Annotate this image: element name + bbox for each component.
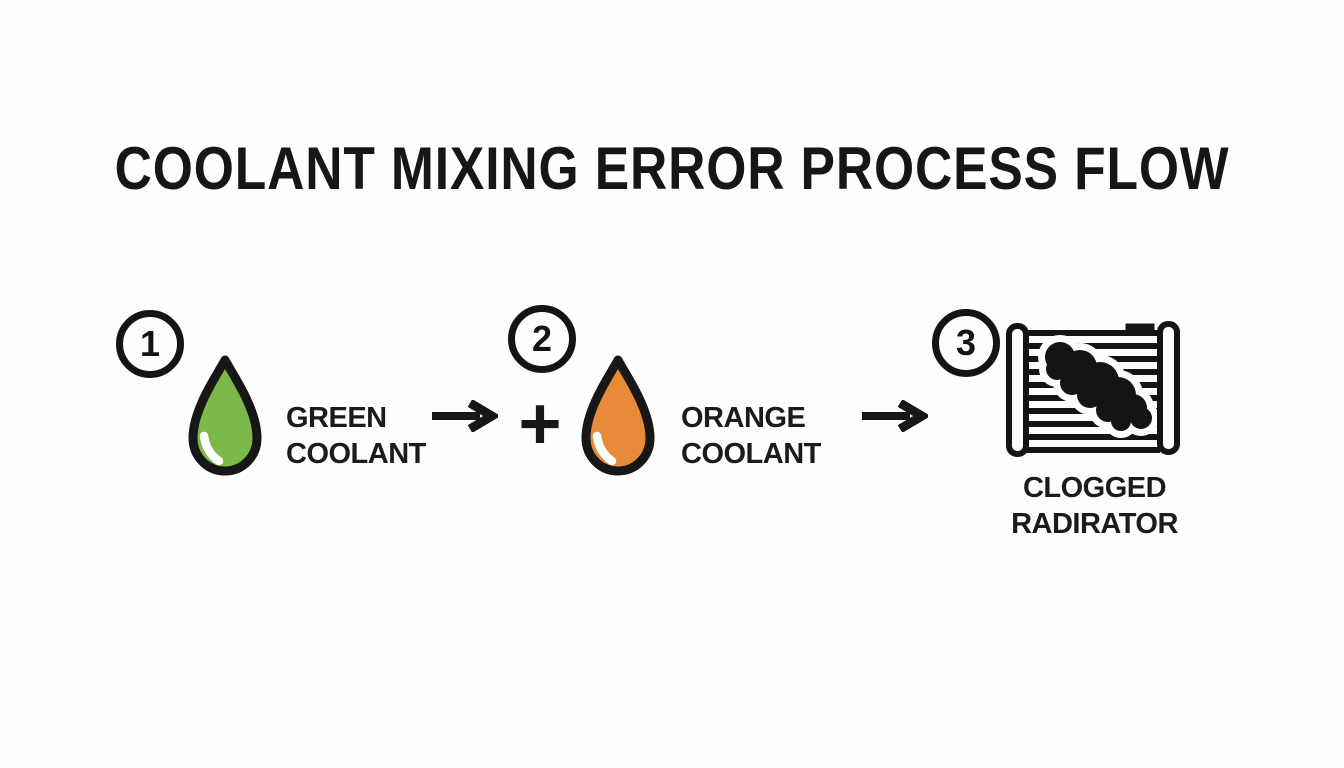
step-3-number: 3 [955, 322, 977, 363]
step-2-number: 2 [531, 318, 553, 359]
step-2-number-badge: 2 [508, 305, 576, 373]
orange-coolant-droplet-icon [581, 355, 655, 476]
step-2-label-line1: ORANGE [681, 402, 806, 434]
step-3-label-line1: CLOGGED [1022, 472, 1167, 504]
clogged-radiator-icon [1006, 321, 1180, 457]
plus-connector: + [518, 382, 562, 465]
step-3-label-line2: RADIRATOR [1011, 508, 1178, 540]
step-2-label: ORANGE COOLANT [681, 400, 821, 472]
step-1-number-badge: 1 [116, 310, 184, 378]
right-arrow-icon [432, 400, 498, 432]
step-2-label-line2: COOLANT [681, 438, 821, 470]
right-arrow-icon [862, 400, 928, 432]
step-3-number-badge: 3 [932, 309, 1000, 377]
green-coolant-droplet-icon [188, 355, 262, 476]
step-1-label: GREEN COOLANT [286, 400, 426, 472]
step-1-label-line1: GREEN [286, 402, 387, 434]
step-3-label: CLOGGED RADIRATOR [1002, 470, 1187, 542]
diagram-title: COOLANT MIXING ERROR PROCESS FLOW [114, 135, 1230, 202]
step-1-label-line2: COOLANT [286, 438, 426, 470]
step-1-number: 1 [139, 323, 161, 364]
